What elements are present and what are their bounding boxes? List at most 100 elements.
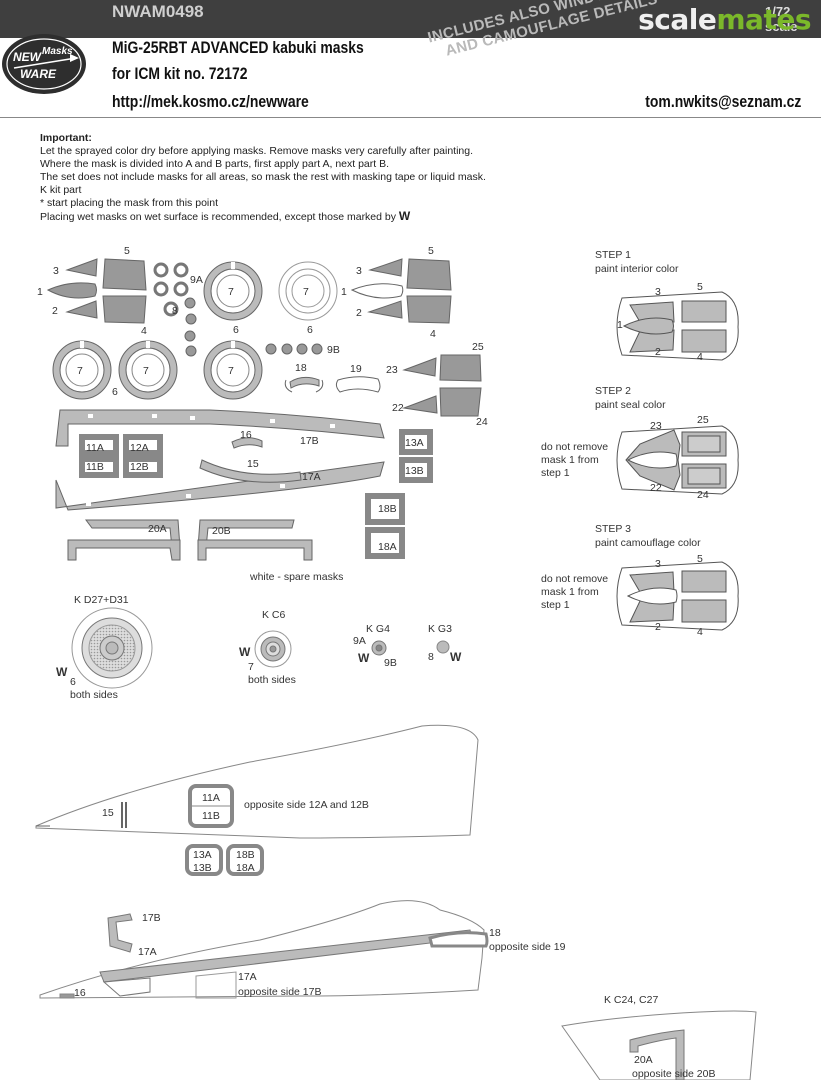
- diagram-label: 18: [295, 362, 307, 374]
- diagram-label: both sides: [248, 674, 296, 686]
- diagram-label: 11B: [202, 810, 220, 822]
- diagram-label: W: [450, 650, 462, 664]
- brand-line2: WARE: [20, 67, 57, 81]
- diagram-label: 7: [143, 365, 149, 377]
- header-divider: [0, 117, 821, 118]
- brand-line1b: Masks: [42, 46, 73, 57]
- diagram-label: 12A: [130, 442, 149, 454]
- kit-number: for ICM kit no. 72172: [112, 64, 248, 83]
- wheel-kd27: [71, 607, 153, 689]
- diagram-label: W: [239, 645, 251, 659]
- diagram-label: 7: [77, 365, 83, 377]
- product-code: NWAM0498: [112, 2, 204, 21]
- mask-1-right: [350, 283, 404, 299]
- diagram-label: 6: [307, 324, 313, 336]
- diagram-label: 24: [697, 489, 709, 501]
- diagram-label: opposite side 17B: [238, 986, 321, 998]
- site-logo-part1: scale: [638, 3, 717, 36]
- diagram-label: 25: [697, 414, 709, 426]
- diagram-label: 6: [70, 676, 76, 688]
- wet-mark: W: [398, 209, 411, 223]
- instruction-line: Let the sprayed color dry before applyin…: [40, 145, 474, 157]
- scale-label: 1/72 scale: [765, 4, 798, 34]
- diagram-label: 6: [233, 324, 239, 336]
- mask-5-right: [406, 258, 452, 291]
- mask-2-left: [65, 300, 98, 319]
- instruction-line: * start placing the mask from this point: [40, 197, 218, 209]
- diagram-label: W: [358, 651, 370, 665]
- site-logo-part2: mates: [716, 3, 811, 36]
- diagram-label: 4: [141, 325, 147, 337]
- diagram-label: 6: [112, 386, 118, 398]
- diagram-label: 22: [650, 482, 662, 494]
- diagram-label: 15: [102, 807, 114, 819]
- diagram-label: STEP 1: [595, 249, 631, 261]
- mask-22: [402, 395, 438, 414]
- diagram-label: K G3: [428, 623, 452, 635]
- diagram-label: 5: [124, 245, 130, 257]
- mask-13-frames: [399, 429, 433, 483]
- diagram-label: 7: [228, 286, 234, 298]
- mask-2-right: [367, 300, 403, 319]
- diagram-label: 11B: [86, 461, 104, 473]
- diagram-label: 13B: [405, 465, 424, 477]
- fuselage-diagram-1: [35, 724, 479, 876]
- diagram-label: 3: [655, 286, 661, 298]
- mask-20A: [67, 539, 181, 561]
- diagram-label: do not remove: [541, 441, 608, 453]
- diagram-label: 9A: [190, 274, 203, 286]
- mask-17A: [55, 461, 385, 511]
- diagram-label: 13A: [193, 849, 212, 861]
- instruction-line: Where the mask is divided into A and B p…: [40, 158, 390, 170]
- diagram-label: K G4: [366, 623, 390, 635]
- website-url[interactable]: http://mek.kosmo.cz/newware: [112, 92, 309, 111]
- diagram-label: do not remove: [541, 573, 608, 585]
- instruction-line: The set does not include masks for all a…: [40, 171, 486, 183]
- mask-11-12-frames: [79, 434, 163, 478]
- diagram-label: 25: [472, 341, 484, 353]
- diagram-label: 17A: [302, 471, 321, 483]
- fuselage-diagram-2: [39, 900, 489, 999]
- diagram-label: 9B: [327, 344, 340, 356]
- diagram-label: 13B: [193, 862, 212, 874]
- instructions-block: Important: Let the sprayed color dry bef…: [40, 132, 486, 224]
- mask-3-right: [368, 258, 403, 277]
- sheet-title: MiG-25RBT ADVANCED kabuki masks: [112, 38, 364, 57]
- diagram-label: 16: [74, 987, 86, 999]
- diagram-label: 1: [37, 286, 43, 298]
- diagram-label: 20B: [212, 525, 231, 537]
- spare-masks-label: white - spare masks: [249, 571, 343, 583]
- steps-labels: STEP 1 paint interior color 3 5 1 2 4 ST…: [541, 249, 709, 638]
- mask-3-left: [65, 258, 98, 277]
- diagram-label: mask 1 from: [541, 454, 599, 466]
- mask-18: [289, 376, 320, 389]
- diagram-label: 2: [655, 621, 661, 633]
- instruction-line: Placing wet masks on wet surface is reco…: [40, 209, 411, 224]
- mask-23: [402, 357, 437, 377]
- mask-18-frames: [365, 493, 405, 559]
- contact-email[interactable]: tom.nwkits@seznam.cz: [644, 92, 801, 111]
- diagram-label: 2: [655, 346, 661, 358]
- canopy-side-diagram: [561, 1010, 757, 1080]
- mask-5-left: [102, 258, 147, 291]
- diagram-label: 16: [240, 429, 252, 441]
- mask-19: [335, 376, 381, 393]
- site-logo[interactable]: scalemates: [638, 3, 811, 36]
- diagram-label: 20A: [634, 1054, 653, 1066]
- diagram-label: 18A: [378, 541, 397, 553]
- diagram-label: 24: [476, 416, 488, 428]
- diagram-label: 23: [386, 364, 398, 376]
- diagram-label: 5: [697, 553, 703, 565]
- diagram-label: paint seal color: [595, 399, 666, 411]
- diagram-label: 8: [172, 305, 178, 317]
- mask-4-left: [102, 295, 147, 324]
- diagram-label: 4: [697, 351, 703, 363]
- mask-24: [439, 387, 482, 417]
- diagram-label: 13A: [405, 437, 424, 449]
- wheel-ring-white: [278, 261, 338, 321]
- diagram-label: paint camouflage color: [595, 537, 701, 549]
- diagram-label: 8: [428, 651, 434, 663]
- diagram-label: W: [56, 665, 68, 679]
- mask-15: [199, 459, 302, 483]
- wheel-kg3: [436, 640, 450, 654]
